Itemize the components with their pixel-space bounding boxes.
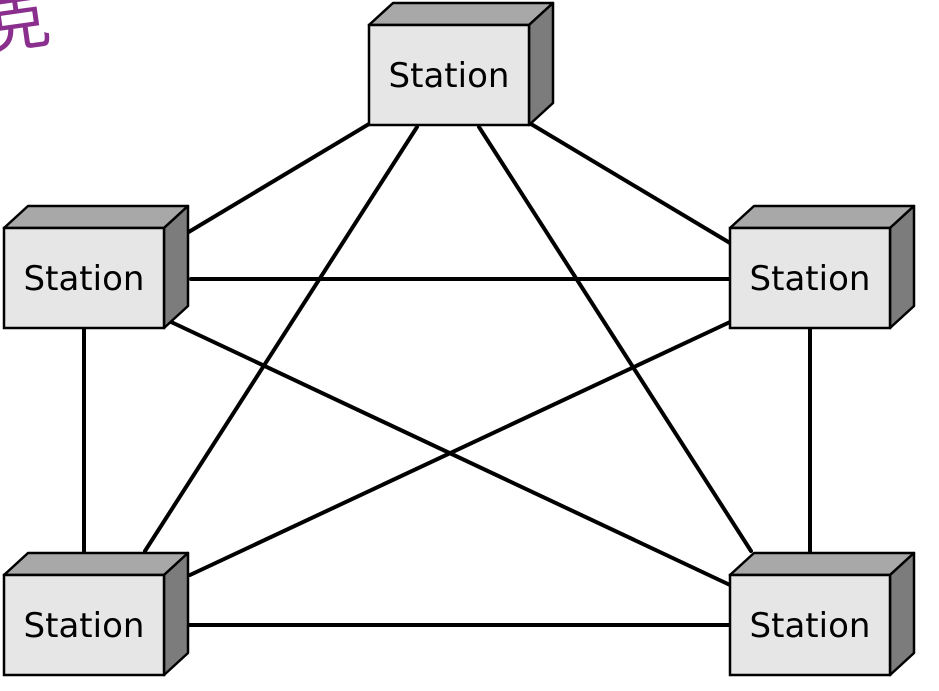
- station-bottom-left: Station: [2, 551, 190, 677]
- station-box-front-face: [728, 226, 892, 330]
- station-box-side-face: [162, 204, 190, 330]
- station-label: Station: [24, 606, 145, 646]
- station-box-front-face: [367, 23, 531, 127]
- station-label: Station: [24, 259, 145, 299]
- link-top-to-left: [185, 122, 371, 235]
- station-right: Station: [728, 204, 916, 330]
- station-box-side-face: [162, 551, 190, 677]
- station-box-side-face: [888, 204, 916, 330]
- station-box-side-face: [527, 1, 555, 127]
- station-top: Station: [367, 1, 555, 127]
- station-label: Station: [750, 259, 871, 299]
- link-top-to-bottom-left: [143, 125, 419, 553]
- station-box-top-face: [728, 551, 916, 577]
- station-box-top-face: [728, 204, 916, 230]
- station-box-front-face: [2, 573, 166, 677]
- station-box-top-face: [2, 551, 190, 577]
- link-top-to-right: [529, 122, 732, 245]
- station-label: Station: [750, 606, 871, 646]
- link-right-to-bottom-left: [188, 320, 732, 577]
- station-box-front-face: [2, 226, 166, 330]
- station-box-side-face: [888, 551, 916, 677]
- link-top-to-bottom-right: [477, 125, 753, 553]
- station-box-front-face: [728, 573, 892, 677]
- connections-layer: [82, 122, 812, 627]
- station-box-top-face: [367, 1, 555, 27]
- station-box-top-face: [2, 204, 190, 230]
- station-label: Station: [389, 56, 510, 96]
- station-left: Station: [2, 204, 190, 330]
- station-bottom-right: Station: [728, 551, 916, 677]
